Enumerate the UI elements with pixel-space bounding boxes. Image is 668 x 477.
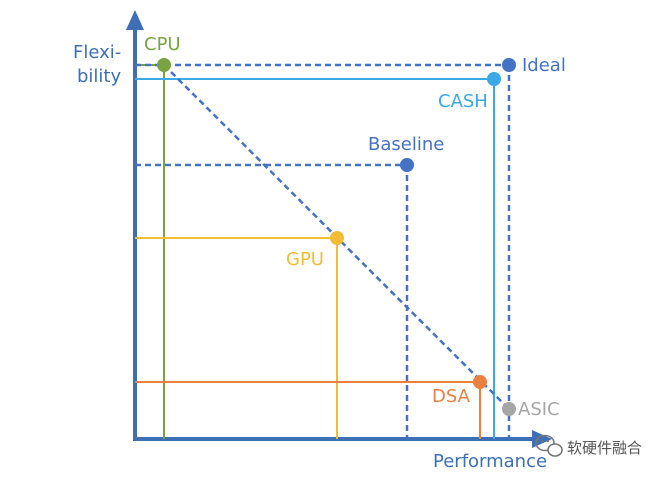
point-labels: CPU Ideal CASH Baseline GPU DSA ASIC <box>144 34 566 420</box>
gpu-label: GPU <box>286 249 324 270</box>
x-axis-arrow <box>532 430 552 448</box>
axis-labels: Flexi- bility Performance <box>73 42 547 472</box>
watermark: 软硬件融合 <box>535 434 642 457</box>
points <box>157 58 516 416</box>
cash-point <box>487 72 501 86</box>
y-axis-label-line2: bility <box>77 66 121 87</box>
axes <box>126 10 552 448</box>
asic-point <box>502 402 516 416</box>
watermark-text: 软硬件融合 <box>567 439 642 457</box>
ideal-label: Ideal <box>522 55 566 76</box>
dsa-label: DSA <box>432 386 471 407</box>
cpu-label: CPU <box>144 34 181 55</box>
cash-label: CASH <box>438 91 488 112</box>
x-axis-label: Performance <box>433 451 547 472</box>
cpu-point <box>157 58 171 72</box>
gpu-point <box>330 231 344 245</box>
baseline-label: Baseline <box>368 134 444 155</box>
y-axis-arrow <box>126 10 144 30</box>
dsa-point <box>473 375 487 389</box>
y-axis-label-line1: Flexi- <box>73 42 121 63</box>
ideal-point <box>502 58 516 72</box>
asic-label: ASIC <box>518 399 560 420</box>
wechat-icon <box>535 434 563 457</box>
baseline-point <box>400 158 414 172</box>
